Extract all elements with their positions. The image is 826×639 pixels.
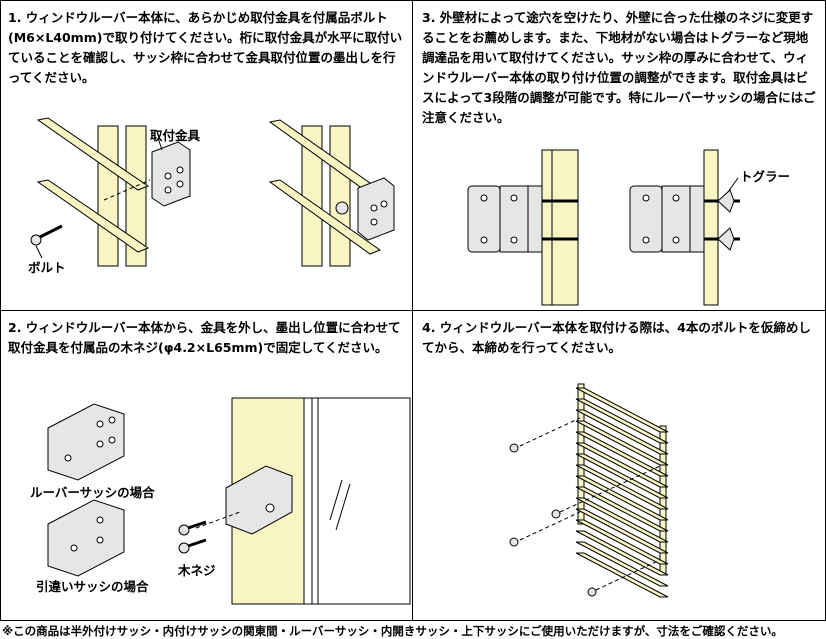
louver-slat [575, 519, 669, 565]
step-3-illustration [467, 149, 740, 306]
louver-slat [575, 420, 669, 466]
louver-slat [575, 552, 669, 598]
louver-slat [575, 486, 669, 532]
louver-slat [575, 508, 669, 554]
louver-slat [575, 497, 669, 543]
louver-sash-label: ルーバーサッシの場合 [30, 485, 155, 500]
louver-slat [575, 442, 669, 488]
toggler-label: トグラー [740, 169, 791, 184]
step-4-text: 4. ウィンドウルーバー本体を取付ける際は、4本のボルトを仮締めしてから、本締め… [422, 320, 811, 355]
louver-slat [575, 464, 669, 510]
footnote: ※この商品は半外付けサッシ・内付けサッシの関東間・ルーバーサッシ・内開きサッシ・… [2, 624, 783, 638]
sliding-sash-label: 引違いサッシの場合 [36, 579, 149, 594]
horizontal-divider [0, 310, 826, 311]
wood-screw-label: 木ネジ [178, 563, 216, 578]
step-2-illustration [47, 397, 411, 605]
louver-slat [575, 475, 669, 521]
louver-slat [575, 409, 669, 455]
step-2-text: 2. ウィンドウルーバー本体から、金具を外し、墨出し位置に合わせて取付金具を付属… [8, 320, 401, 355]
louver-slat [575, 387, 669, 433]
louver-slat [575, 453, 669, 499]
bracket-label: 取付金具 [150, 128, 201, 143]
step-3-text: 3. 外壁材によって途穴を空けたり、外壁に合った仕様のネジに変更することをお薦め… [422, 10, 816, 125]
step-4-illustration [509, 383, 669, 598]
louver-slat [575, 530, 669, 576]
louver-slat [575, 541, 669, 587]
step-1-text: 1. ウィンドウルーバー本体に、あらかじめ取付金具を付属品ボルト(M6×L40m… [8, 10, 403, 85]
step-1-illustration [30, 117, 395, 267]
louver-slat [575, 398, 669, 444]
bolt-label: ボルト [28, 260, 66, 275]
louver-slat [575, 431, 669, 477]
